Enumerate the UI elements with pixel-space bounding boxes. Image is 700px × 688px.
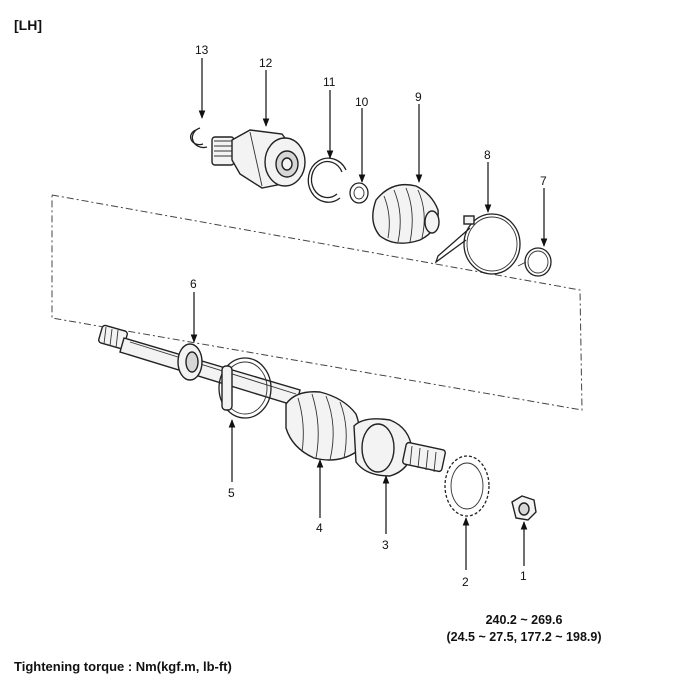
torque-caption: Tightening torque : Nm(kgf.m, lb-ft): [14, 659, 232, 674]
part-11-circlip: [307, 157, 347, 203]
callout-3: 3: [382, 538, 389, 552]
diagram-title: [LH]: [14, 17, 42, 33]
callout-10: 10: [355, 95, 369, 109]
torque-value: 240.2 ~ 269.6: [486, 613, 563, 627]
callout-6: 6: [190, 277, 197, 291]
part-9-boot: [372, 183, 440, 244]
callout-12: 12: [259, 56, 273, 70]
part-3-outer-joint: [353, 418, 446, 477]
part-10-ring: [349, 182, 369, 204]
part-4-outer-boot: [285, 391, 361, 461]
part-7-band-clamp: [517, 247, 552, 277]
part-2-tone-wheel: [444, 455, 490, 517]
callout-2: 2: [462, 575, 469, 589]
callout-9: 9: [415, 90, 422, 104]
callout-4: 4: [316, 521, 323, 535]
callout-5: 5: [228, 486, 235, 500]
callout-11: 11: [323, 75, 336, 89]
part-1-nut: [511, 495, 537, 521]
alignment-frame: [51, 194, 583, 411]
callout-13: 13: [195, 43, 209, 57]
part-8-band-clamp: [434, 213, 521, 275]
callout-7: 7: [540, 174, 547, 188]
part-6-damper: [177, 343, 203, 381]
part-5-damper-band: [218, 357, 272, 419]
torque-value-converted: (24.5 ~ 27.5, 177.2 ~ 198.9): [447, 630, 602, 644]
part-13-snap-ring: [190, 127, 208, 149]
part-12-inner-joint: [211, 129, 306, 189]
callout-8: 8: [484, 148, 491, 162]
callout-1: 1: [520, 569, 527, 583]
